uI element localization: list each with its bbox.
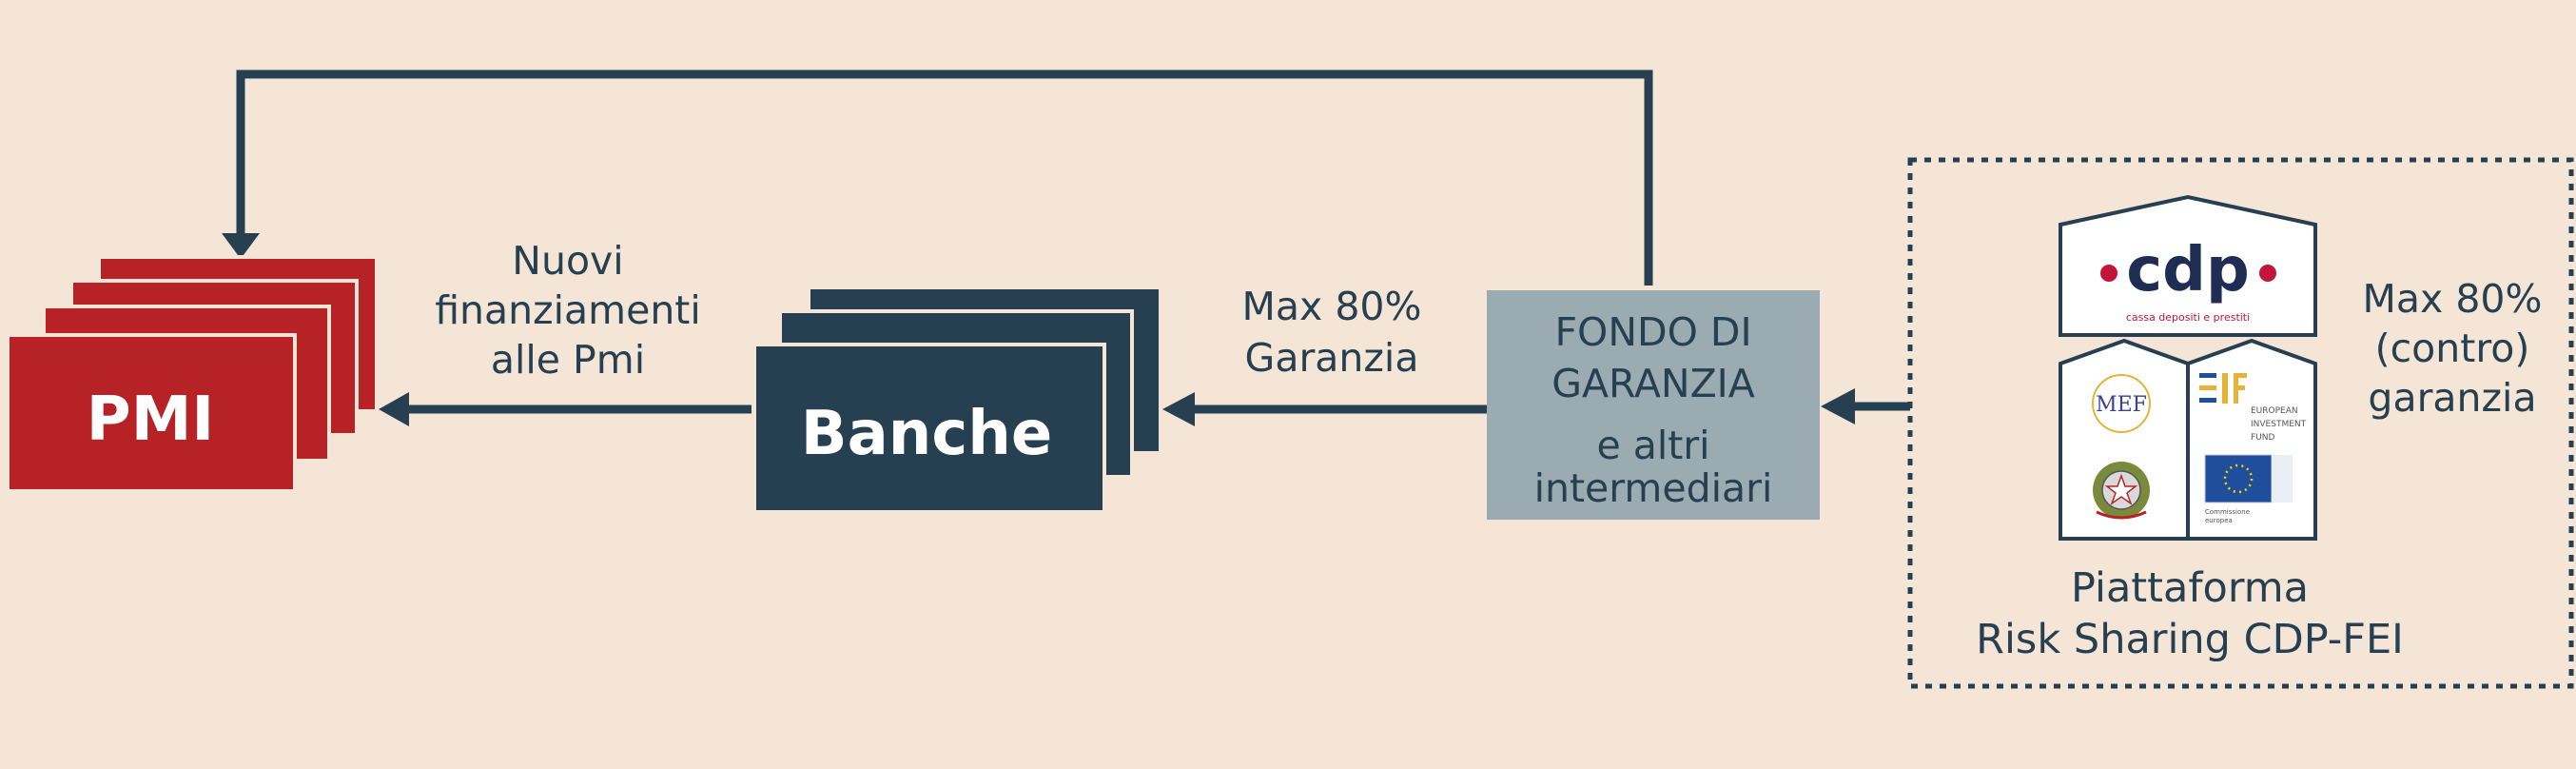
- svg-text:Garanzia: Garanzia: [1245, 335, 1419, 381]
- banks-label: Banche: [801, 399, 1052, 469]
- cdp-dot-left-icon: [2100, 265, 2117, 282]
- banks-box: [752, 343, 1106, 514]
- svg-text:Max 80%: Max 80%: [2363, 276, 2543, 322]
- svg-text:(contro): (contro): [2375, 325, 2530, 371]
- cdp-logo-text: cdp: [2126, 235, 2250, 306]
- mef-logo: MEF: [2059, 338, 2190, 541]
- fund-subtitle-line2: intermediari: [1534, 465, 1773, 511]
- guarantee-arrow-head: [1162, 392, 1195, 426]
- fund-title-line1: FONDO DI: [1554, 309, 1751, 355]
- counter-guarantee-label: Max 80% (contro) garanzia: [2363, 276, 2543, 421]
- pmi-stack: PMI: [6, 255, 379, 493]
- new-loans-label: Nuovi finanziamenti alle Pmi: [435, 238, 701, 383]
- platform-label-line1: Piattaforma: [2071, 564, 2309, 612]
- return-arrow-head: [222, 233, 260, 259]
- mef-logo-text: MEF: [2096, 393, 2147, 417]
- ec-logo-line1: Commissione: [2205, 508, 2250, 516]
- pmi-label: PMI: [87, 384, 214, 455]
- eif-logo: EUROPEAN INVESTMENT FUND Commissione eur…: [2186, 338, 2317, 541]
- svg-text:alle Pmi: alle Pmi: [491, 337, 645, 383]
- eif-logo-line2: INVESTMENT: [2251, 420, 2307, 429]
- svg-text:finanziamenti: finanziamenti: [435, 287, 701, 333]
- italian-emblem-icon: [2093, 462, 2150, 520]
- return-arrow: [236, 69, 1653, 286]
- fund-title-line2: GARANZIA: [1551, 361, 1755, 406]
- loans-arrow-head: [379, 392, 409, 426]
- ec-logo-line2: europea: [2205, 517, 2233, 524]
- counter-guarantee-arrow-head: [1821, 388, 1855, 424]
- eu-flag-icon: [2204, 454, 2293, 503]
- fund-subtitle-line1: e altri: [1596, 423, 1709, 468]
- cdp-logo: cdp cassa depositi e prestiti: [2059, 194, 2317, 337]
- platform-frame: [1907, 157, 2574, 689]
- cdp-logo-tagline: cassa depositi e prestiti: [2126, 311, 2250, 324]
- svg-text:Max 80%: Max 80%: [1242, 284, 1422, 329]
- guarantee-label: Max 80% Garanzia: [1242, 284, 1422, 381]
- pmi-box: [6, 333, 297, 493]
- svg-text:Nuovi: Nuovi: [512, 238, 623, 284]
- svg-text:garanzia: garanzia: [2368, 375, 2536, 421]
- cdp-dot-right-icon: [2259, 265, 2276, 282]
- fund-box: [1487, 290, 1820, 520]
- platform-label-line2: Risk Sharing CDP-FEI: [1976, 616, 2404, 663]
- eif-logo-line3: FUND: [2251, 433, 2274, 443]
- eif-mark-icon: [2199, 373, 2247, 404]
- banks-stack: Banche: [752, 286, 1162, 514]
- eif-logo-line1: EUROPEAN: [2251, 406, 2298, 416]
